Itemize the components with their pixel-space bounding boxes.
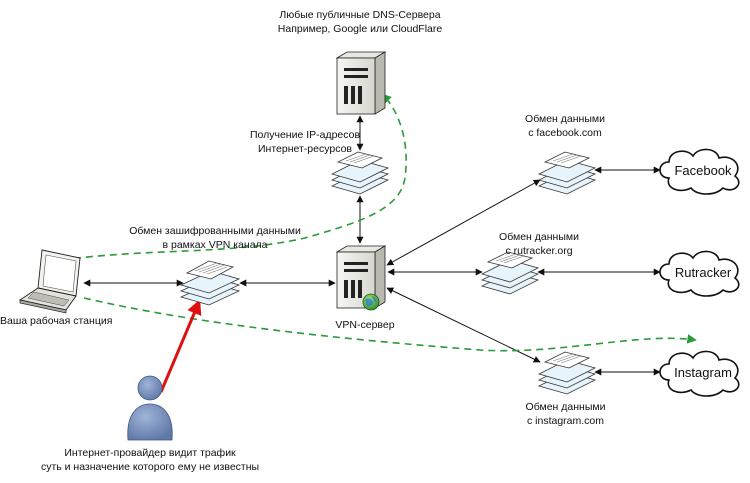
link-vpn-instagram	[386, 287, 541, 363]
docs-ip-icon	[330, 151, 390, 195]
facebook-exchange-line2: с facebook.com	[528, 127, 602, 139]
laptop-icon	[18, 249, 81, 314]
cloud-instagram: Instagram	[659, 350, 740, 397]
isp-arrow	[159, 299, 202, 393]
instagram-path	[83, 297, 697, 352]
dns-label-line2: Например, Google или CloudFlare	[277, 23, 443, 35]
link-vpn-facebook	[386, 179, 541, 266]
cloud-rutracker-label: Rutracker	[675, 265, 732, 280]
isp-label-line1: Интернет-провайдер видит трафик	[64, 447, 236, 459]
vpn-server-label: VPN-сервер	[320, 318, 410, 332]
connection-lines	[83, 115, 661, 376]
rutracker-exchange-line1: Обмен данными	[499, 231, 579, 243]
instagram-exchange-label: Обмен данными с instagram.com	[508, 400, 623, 428]
encrypted-exchange-label: Обмен зашифрованными данными в рамках VP…	[115, 224, 315, 252]
rutracker-exchange-label: Обмен данными с rutracker.org	[484, 230, 594, 258]
globe-icon	[362, 293, 380, 311]
facebook-exchange-line1: Обмен данными	[525, 113, 605, 125]
cloud-facebook: Facebook	[659, 148, 740, 195]
docs-instagram-icon	[537, 351, 597, 395]
vpn-server-icon	[335, 245, 387, 309]
ip-label-line2: Интернет-ресурсов	[258, 143, 352, 155]
isp-label-line2: суть и назначение которого ему не извест…	[40, 461, 260, 473]
rutracker-exchange-line2: с rutracker.org	[505, 245, 573, 257]
dns-label: Любые публичные DNS-Сервера Например, Go…	[240, 8, 480, 36]
cloud-instagram-label: Instagram	[674, 365, 732, 380]
workstation-label-text: Ваша рабочая станция	[0, 315, 113, 327]
docs-rutracker-icon	[480, 251, 540, 295]
docs-encrypted-icon	[179, 260, 241, 306]
cloud-rutracker: Rutracker	[659, 250, 740, 297]
ip-label-line1: Получение IP-адресов	[249, 129, 361, 141]
instagram-exchange-line2: с instagram.com	[526, 415, 605, 427]
dns-label-line1: Любые публичные DNS-Сервера	[279, 9, 441, 21]
encrypted-exchange-line2: в рамках VPN канала	[162, 239, 268, 251]
dashed-traffic-paths	[61, 93, 697, 352]
cloud-facebook-label: Facebook	[674, 163, 732, 178]
encrypted-exchange-line1: Обмен зашифрованными данными	[129, 225, 301, 237]
ip-label: Получение IP-адресов Интернет-ресурсов	[220, 128, 390, 156]
facebook-exchange-label: Обмен данными с facebook.com	[510, 112, 620, 140]
isp-person-icon	[127, 375, 173, 441]
vpn-server-label-text: VPN-сервер	[335, 319, 395, 331]
workstation-label: Ваша рабочая станция	[0, 314, 112, 328]
dns-path	[61, 93, 407, 261]
docs-facebook-icon	[537, 151, 597, 195]
instagram-exchange-line1: Обмен данными	[525, 401, 606, 413]
dns-server-icon	[335, 51, 387, 115]
isp-label: Интернет-провайдер видит трафик суть и н…	[20, 446, 280, 474]
